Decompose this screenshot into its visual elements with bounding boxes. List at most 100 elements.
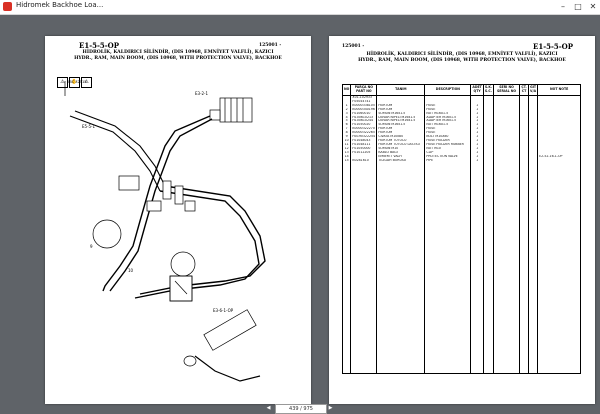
table-cell [482, 205, 495, 210]
close-button[interactable]: ✕ [589, 2, 597, 11]
table-cell [528, 209, 539, 213]
table-cell [537, 216, 582, 221]
table-row [341, 236, 582, 241]
table-cell [341, 279, 352, 284]
table-cell [482, 360, 495, 365]
table-cell [470, 236, 484, 241]
table-cell [493, 368, 521, 374]
table-cell [528, 138, 539, 143]
table-cell [341, 205, 352, 210]
table-cell [528, 162, 539, 167]
table-cell [528, 267, 539, 272]
table-cell [528, 349, 539, 354]
table-cell [341, 251, 352, 256]
table-cell [482, 255, 495, 260]
table-cell [482, 107, 495, 112]
table-cell [341, 321, 352, 326]
pdf-app-icon [3, 2, 12, 11]
table-cell [528, 290, 539, 295]
col-header-part-no: PARÇA NO PART NO [350, 84, 378, 96]
table-cell [482, 181, 495, 186]
table-cell [341, 174, 352, 178]
parts-table: NO PARÇA NO PART NO TANIM DESCRIPTION AD… [341, 84, 582, 374]
table-row [341, 251, 582, 256]
table-row [341, 201, 582, 206]
table-row [341, 294, 582, 299]
table-cell [528, 193, 539, 198]
table-cell: 13 [341, 150, 352, 155]
table-cell [537, 138, 582, 143]
table-cell [528, 279, 539, 284]
table-cell [482, 99, 495, 104]
table-row [341, 325, 582, 330]
page-right-parts-list: 125001 - E1-5-5-OP HİDROLİK, KALDIRICI S… [329, 36, 595, 404]
table-cell [470, 205, 484, 210]
table-cell [537, 232, 582, 237]
table-cell [341, 255, 352, 260]
table-cell [470, 240, 484, 245]
table-cell [528, 131, 539, 136]
table-cell: 2 [341, 107, 352, 112]
table-cell [528, 251, 539, 256]
table-cell [528, 119, 539, 124]
table-cell [482, 166, 495, 171]
table-cell [482, 306, 495, 311]
document-viewer[interactable]: E1-5-5-OP 125001 - HİDROLİK, KALDIRICI S… [0, 15, 600, 414]
left-title-en: HYDR., RAM, MAIN BOOM, (DIS 10968, WITH … [74, 56, 282, 61]
col-header-serial-no: SERİ NO SERIAL NO [493, 84, 521, 96]
table-cell [528, 166, 539, 171]
table-cell [470, 95, 484, 100]
table-cell [482, 103, 495, 108]
table-cell [537, 189, 582, 194]
table-cell [537, 368, 582, 374]
table-cell [482, 356, 495, 361]
table-cell [341, 224, 352, 229]
next-page-icon[interactable]: ▶ [328, 405, 333, 411]
maximize-button[interactable]: □ [574, 2, 582, 11]
table-cell [528, 275, 539, 280]
window-title: Hidromek Backhoe Loa... [16, 1, 104, 9]
table-cell [482, 220, 495, 225]
table-cell [482, 333, 495, 338]
table-cell [341, 220, 352, 225]
minimize-button[interactable]: – [561, 2, 565, 11]
table-cell [341, 353, 352, 357]
col-header-tanim: TANIM [376, 84, 426, 96]
table-cell [341, 181, 352, 186]
table-row [341, 166, 582, 171]
table-cell [482, 174, 495, 178]
table-cell [537, 349, 582, 354]
table-cell [341, 306, 352, 311]
callout-e3-2-1: E3-2-1 [195, 91, 209, 96]
table-cell [528, 259, 539, 264]
table-cell [470, 181, 484, 186]
table-cell [528, 232, 539, 237]
warning-sign-icon: ⚠ [57, 77, 68, 88]
table-row [341, 345, 582, 350]
table-cell [528, 115, 539, 120]
col-header-va: GIT V/A [528, 84, 539, 96]
table-cell [537, 193, 582, 198]
table-cell [470, 170, 484, 175]
table-cell [470, 193, 484, 198]
table-cell [341, 244, 352, 248]
table-cell: 1 [341, 103, 352, 108]
table-cell [341, 356, 352, 361]
table-row [341, 224, 582, 229]
table-cell [341, 318, 352, 322]
table-cell [470, 244, 484, 248]
table-cell [482, 314, 495, 319]
table-cell: 1 [470, 142, 484, 147]
table-cell [537, 298, 582, 303]
table-cell [341, 271, 352, 276]
table-cell: 1 [470, 138, 484, 143]
table-cell [528, 244, 539, 248]
table-cell [482, 364, 495, 369]
table-cell [470, 286, 484, 291]
table-cell [528, 263, 539, 268]
table-cell [341, 341, 352, 346]
prev-page-icon[interactable]: ◀ [266, 405, 271, 411]
page-indicator[interactable]: 439 / 975 [275, 404, 327, 414]
table-cell [537, 248, 582, 252]
